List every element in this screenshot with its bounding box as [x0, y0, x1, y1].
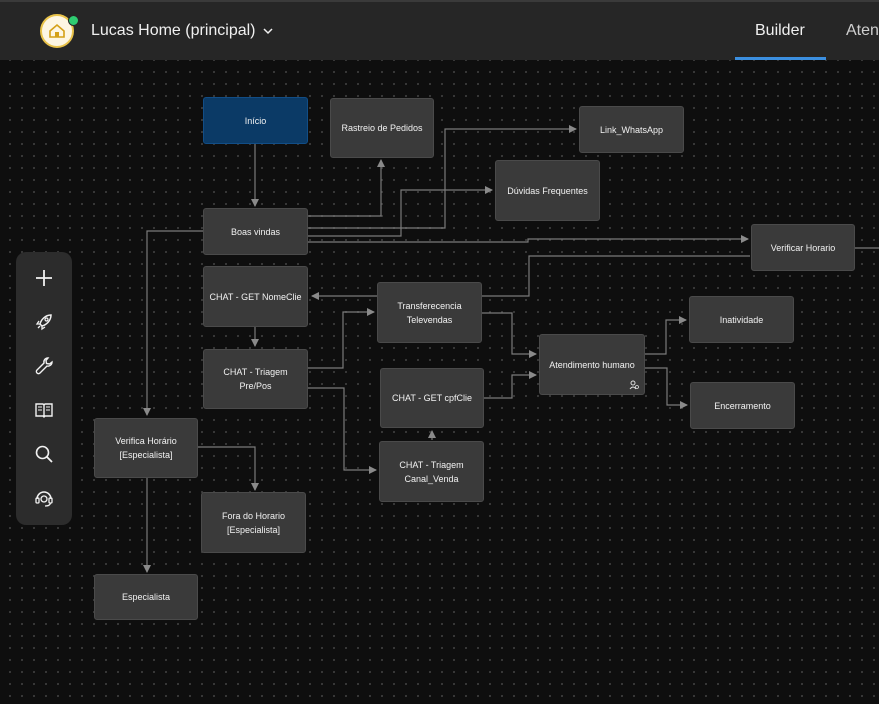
plus-icon: [36, 270, 52, 286]
node-inicio[interactable]: Início: [203, 97, 308, 144]
node-transferencia-televendas[interactable]: Transferecencia Televendas: [377, 282, 482, 343]
edge-verificaesp-fora: [198, 446, 259, 491]
wrench-icon: [35, 357, 53, 375]
node-chat-get-nomeclie[interactable]: CHAT - GET NomeClie: [203, 266, 308, 327]
edge-triagem-transferencia: [308, 308, 375, 369]
edge-atendimento-inatividade: [645, 316, 687, 355]
edge-boasvindas-whatsapp: [308, 125, 577, 229]
tab-builder[interactable]: Builder: [755, 22, 805, 39]
node-boas-vindas[interactable]: Boas vindas: [203, 208, 308, 255]
node-link-whatsapp[interactable]: Link_WhatsApp: [579, 106, 684, 153]
support-headset-icon: [35, 491, 53, 507]
rocket-icon: [35, 314, 52, 331]
node-verificar-horario[interactable]: Verificar Horario: [751, 224, 855, 271]
settings-button[interactable]: [32, 354, 56, 378]
workspace-name: Lucas Home (principal): [91, 22, 256, 39]
edge-boasvindas-rastreio: [308, 159, 385, 217]
node-chat-triagem-prepos[interactable]: CHAT - Triagem Pre/Pos: [203, 349, 308, 409]
node-chat-triagem-canal-venda[interactable]: CHAT - Triagem Canal_Venda: [379, 441, 484, 502]
node-atendimento-humano[interactable]: Atendimento humano: [539, 334, 645, 395]
online-status-dot: [68, 15, 79, 26]
book-icon: [35, 403, 53, 418]
node-chat-get-cpfclie[interactable]: CHAT - GET cpfClie: [380, 368, 484, 428]
chevron-down-icon: [262, 28, 273, 35]
publish-button[interactable]: [32, 310, 56, 334]
edge-triagem-canal: [308, 387, 377, 474]
node-atendimento-label: Atendimento humano: [549, 359, 635, 370]
node-duvidas-frequentes[interactable]: Dúvidas Frequentes: [495, 160, 600, 221]
workspace-selector[interactable]: Lucas Home (principal): [91, 22, 274, 40]
active-tab-indicator: [735, 57, 826, 60]
add-node-button[interactable]: [32, 266, 56, 290]
agent-user-icon: [629, 380, 639, 390]
edge-boasvindas-verificaesp: [143, 230, 204, 416]
node-especialista[interactable]: Especialista: [94, 574, 198, 620]
tab-atendimento[interactable]: Aten: [846, 22, 879, 39]
node-fora-do-horario-especialista[interactable]: Fora do Horario [Especialista]: [201, 492, 306, 553]
node-rastreio-pedidos[interactable]: Rastreio de Pedidos: [330, 98, 434, 158]
edge-getcpf-atendimento: [484, 371, 537, 399]
support-button[interactable]: [32, 486, 56, 510]
edge-boasvindas-verificar: [308, 235, 749, 243]
edge-boasvindas-duvidas: [308, 186, 493, 237]
search-icon: [35, 445, 53, 463]
search-button[interactable]: [32, 442, 56, 466]
edge-atendimento-encerramento: [645, 367, 688, 409]
house-logo-icon: [49, 23, 65, 38]
canvas-toolbar: [16, 252, 72, 525]
node-encerramento[interactable]: Encerramento: [690, 382, 795, 429]
documentation-button[interactable]: [32, 398, 56, 422]
edge-transferencia-atendimento: [482, 312, 537, 358]
node-verifica-horario-especialista[interactable]: Verifica Horário [Especialista]: [94, 418, 198, 478]
node-inatividade[interactable]: Inatividade: [689, 296, 794, 343]
top-bar: Lucas Home (principal) Builder Aten: [0, 0, 879, 60]
